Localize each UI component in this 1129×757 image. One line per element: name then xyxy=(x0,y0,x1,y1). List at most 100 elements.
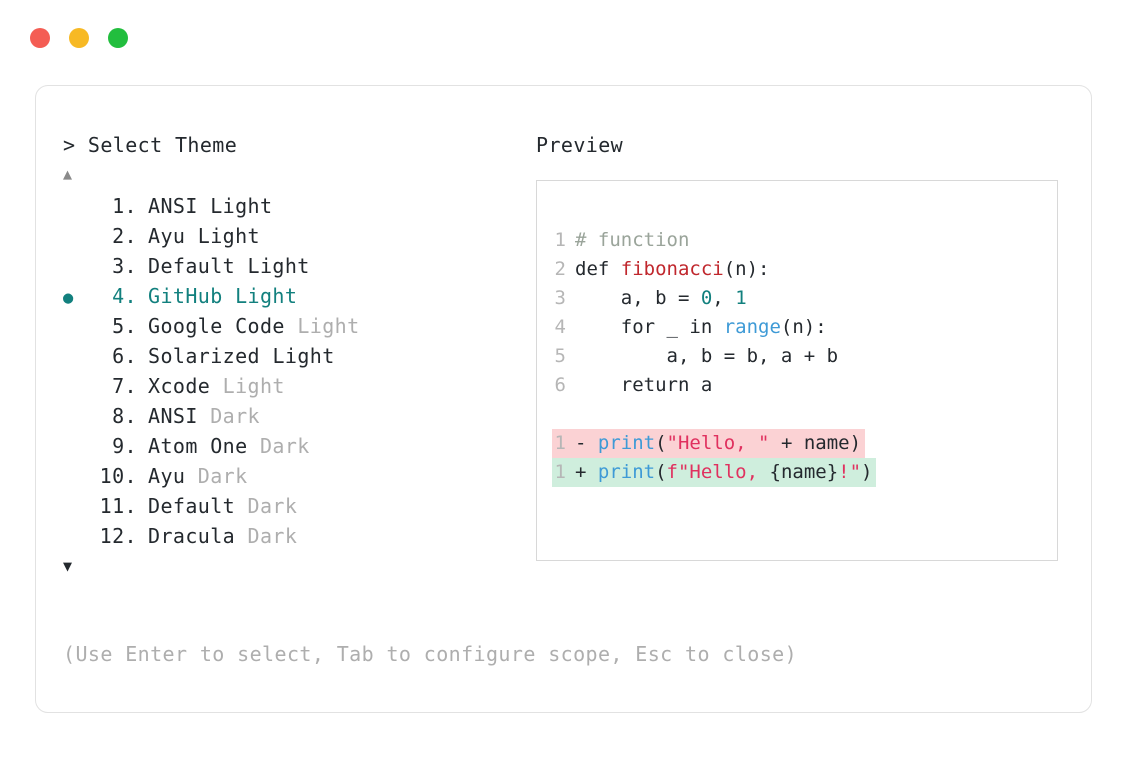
maximize-window-button[interactable] xyxy=(108,28,128,48)
scroll-down-icon[interactable]: ▼ xyxy=(63,557,73,575)
theme-item-index: 5. xyxy=(99,314,137,338)
code-token-plain: {name} xyxy=(769,461,839,483)
theme-list-item[interactable]: 8. ANSI Dark xyxy=(63,401,533,431)
code-line-text: def fibonacci(n): xyxy=(575,255,769,284)
theme-item-name: Xcode xyxy=(148,374,211,398)
theme-item-spacer xyxy=(260,341,272,371)
bullet-placeholder xyxy=(63,313,93,343)
theme-item-spacer xyxy=(185,461,197,491)
theme-item-index: 12. xyxy=(99,524,137,548)
bullet-placeholder xyxy=(63,193,93,223)
theme-list-item[interactable]: 12.Dracula Dark xyxy=(63,521,533,551)
code-token-string: !" xyxy=(838,461,862,483)
theme-item-variant: Light xyxy=(235,284,298,308)
bullet-placeholder xyxy=(63,343,93,373)
close-window-button[interactable] xyxy=(30,28,50,48)
diff-line-text: print(f"Hello, {name}!") xyxy=(598,458,873,487)
theme-item-variant: Light xyxy=(297,314,360,338)
theme-item-spacer xyxy=(210,371,222,401)
diff-line-text: print("Hello, " + name) xyxy=(598,429,861,458)
theme-item-name: ANSI xyxy=(148,404,198,428)
bullet-placeholder xyxy=(63,433,93,463)
bullet-placeholder xyxy=(63,223,93,253)
code-token-plain: ( xyxy=(655,461,667,483)
code-line-text: a, b = b, a + b xyxy=(575,342,839,371)
theme-list-item[interactable]: 5. Google Code Light xyxy=(63,311,533,341)
theme-item-name: Ayu xyxy=(148,464,186,488)
code-line-text: a, b = 0, 1 xyxy=(575,284,747,313)
code-token-string: f"Hello, xyxy=(666,461,770,483)
code-token-num: 0 xyxy=(700,287,713,309)
theme-item-index: 8. xyxy=(99,404,137,428)
diff-line-row: 1 + print(f"Hello, {name}!") xyxy=(552,458,1057,487)
theme-item-index: 7. xyxy=(99,374,137,398)
theme-item-name: Atom One xyxy=(148,434,248,458)
theme-item-index: 10. xyxy=(99,464,137,488)
selected-bullet-icon: ● xyxy=(63,288,74,308)
theme-item-index: 4. xyxy=(99,284,137,308)
theme-list-item[interactable]: 6.Solarized Light xyxy=(63,341,533,371)
code-token-plain: return a xyxy=(575,374,713,396)
line-number: 6 xyxy=(554,374,566,396)
theme-item-spacer xyxy=(198,401,210,431)
theme-item-variant: Dark xyxy=(247,524,298,548)
minimize-window-button[interactable] xyxy=(69,28,89,48)
diff-sign: + xyxy=(575,461,598,483)
code-line: 6 return a xyxy=(552,371,1057,400)
theme-item-spacer xyxy=(235,491,247,521)
theme-item-name: Default xyxy=(148,254,236,278)
code-token-plain: ( xyxy=(655,432,667,454)
line-number: 5 xyxy=(554,345,566,367)
theme-list-item[interactable]: 11.Default Dark xyxy=(63,491,533,521)
code-token-keyword: def xyxy=(575,258,621,280)
theme-item-variant: Dark xyxy=(210,404,260,428)
theme-item-variant: Light xyxy=(222,374,285,398)
theme-item-spacer xyxy=(285,311,297,341)
theme-selector-column: > Select Theme ▲ 1.ANSI Light 2.Ayu Ligh… xyxy=(63,132,533,577)
code-line-text: # function xyxy=(575,226,689,255)
theme-item-name: Ayu xyxy=(148,224,186,248)
theme-list-item[interactable]: 2.Ayu Light xyxy=(63,221,533,251)
line-number: 4 xyxy=(554,316,566,338)
code-blank-line xyxy=(552,400,1057,429)
code-line: 5 a, b = b, a + b xyxy=(552,342,1057,371)
window-titlebar xyxy=(30,28,128,48)
theme-list-item[interactable]: ● 4.GitHub Light xyxy=(63,281,533,311)
code-token-plain: a, b = xyxy=(575,287,701,309)
code-token-string: "Hello, " xyxy=(666,432,770,454)
theme-item-variant: Light xyxy=(272,344,335,368)
bullet-placeholder xyxy=(63,523,93,553)
code-line: 1# function xyxy=(552,226,1057,255)
code-line: 2 def fibonacci(n): xyxy=(552,255,1057,284)
theme-item-name: Google Code xyxy=(148,314,285,338)
theme-item-index: 1. xyxy=(99,194,137,218)
code-token-plain: a, b = b, a + b xyxy=(575,345,839,367)
diff-added-line: 1 + print(f"Hello, {name}!") xyxy=(552,458,877,487)
code-token-func: fibonacci xyxy=(620,258,724,280)
theme-list-item[interactable]: 9.Atom One Dark xyxy=(63,431,533,461)
theme-list-item[interactable]: 3.Default Light xyxy=(63,251,533,281)
theme-list-item[interactable]: 1.ANSI Light xyxy=(63,191,533,221)
theme-item-name: Solarized xyxy=(148,344,260,368)
code-line-text: return a xyxy=(575,371,713,400)
theme-list-item[interactable]: 7. Xcode Light xyxy=(63,371,533,401)
scroll-up-icon[interactable]: ▲ xyxy=(63,165,73,183)
diff-line-number: 1 xyxy=(554,432,566,454)
bullet-placeholder xyxy=(63,253,93,283)
code-token-builtin: print xyxy=(597,461,656,483)
line-number: 2 xyxy=(554,258,566,280)
code-token-num: 1 xyxy=(735,287,747,309)
diff-line-number: 1 xyxy=(554,461,566,483)
theme-item-variant: Dark xyxy=(259,434,310,458)
theme-item-index: 2. xyxy=(99,224,137,248)
code-token-comment: # function xyxy=(575,229,690,251)
bullet-placeholder xyxy=(63,373,93,403)
theme-item-variant: Dark xyxy=(247,494,298,518)
theme-item-variant: Light xyxy=(247,254,310,278)
theme-list-item[interactable]: 10.Ayu Dark xyxy=(63,461,533,491)
bullet-placeholder xyxy=(63,463,93,493)
code-line: 3 a, b = 0, 1 xyxy=(552,284,1057,313)
